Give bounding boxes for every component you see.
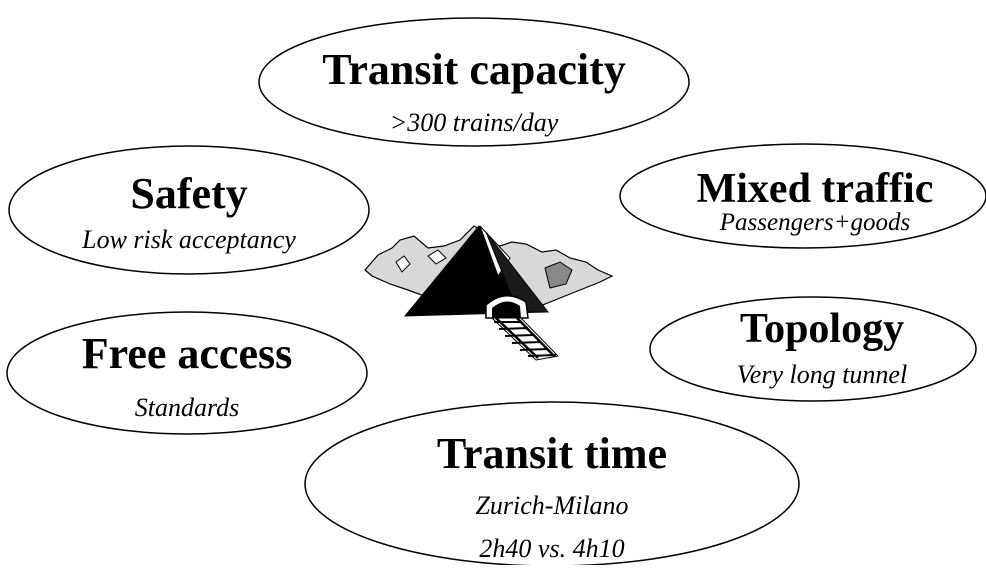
bubble-subtitle-line2: 2h40 vs. 4h10 bbox=[479, 534, 624, 563]
bubble-ellipse bbox=[258, 17, 690, 147]
bubble-subtitle: Very long tunnel bbox=[737, 360, 907, 389]
bubble-subtitle: Passengers+goods bbox=[719, 209, 910, 236]
bubble-ellipse bbox=[619, 143, 986, 249]
bubble-title: Free access bbox=[82, 329, 293, 378]
bubble-safety: Safety Low risk acceptancy bbox=[8, 145, 370, 275]
sleeper bbox=[511, 341, 542, 344]
bubble-subtitle-line1: Zurich-Milano bbox=[475, 491, 628, 520]
bubble-ellipse bbox=[8, 145, 370, 275]
sleeper bbox=[498, 327, 529, 330]
tunnel-opening bbox=[492, 301, 521, 318]
bubble-ellipse bbox=[649, 296, 977, 402]
bubble-transit-time: Transit time Zurich-Milano 2h40 vs. 4h10 bbox=[304, 401, 800, 567]
rail-left bbox=[495, 317, 539, 359]
bubble-title: Transit time bbox=[437, 429, 667, 478]
bubble-transit-capacity: Transit capacity >300 trains/day bbox=[258, 17, 690, 147]
sleeper bbox=[527, 354, 557, 357]
bubble-title: Mixed traffic bbox=[697, 166, 934, 212]
bubble-free-access: Free access Standards bbox=[6, 311, 368, 435]
bubble-ellipse bbox=[6, 311, 368, 435]
sleeper bbox=[504, 334, 535, 337]
mountain-ridge-detail bbox=[427, 249, 447, 265]
bubble-title: Safety bbox=[130, 169, 247, 218]
bubble-subtitle: Standards bbox=[135, 393, 240, 422]
sleeper bbox=[519, 348, 549, 351]
bubble-mixed-traffic: Mixed traffic Passengers+goods bbox=[619, 143, 986, 249]
bubble-subtitle: Low risk acceptancy bbox=[81, 225, 296, 254]
bubble-topology: Topology Very long tunnel bbox=[649, 296, 977, 402]
mountain-ridge-detail bbox=[395, 255, 411, 273]
bubble-title: Topology bbox=[740, 306, 904, 352]
bubble-title: Transit capacity bbox=[322, 45, 626, 94]
bubble-subtitle: >300 trains/day bbox=[390, 108, 559, 137]
mountain-tunnel-railway-icon bbox=[364, 225, 614, 361]
mountain-ridge-detail bbox=[544, 261, 573, 289]
mountain-peak-right bbox=[485, 231, 550, 313]
